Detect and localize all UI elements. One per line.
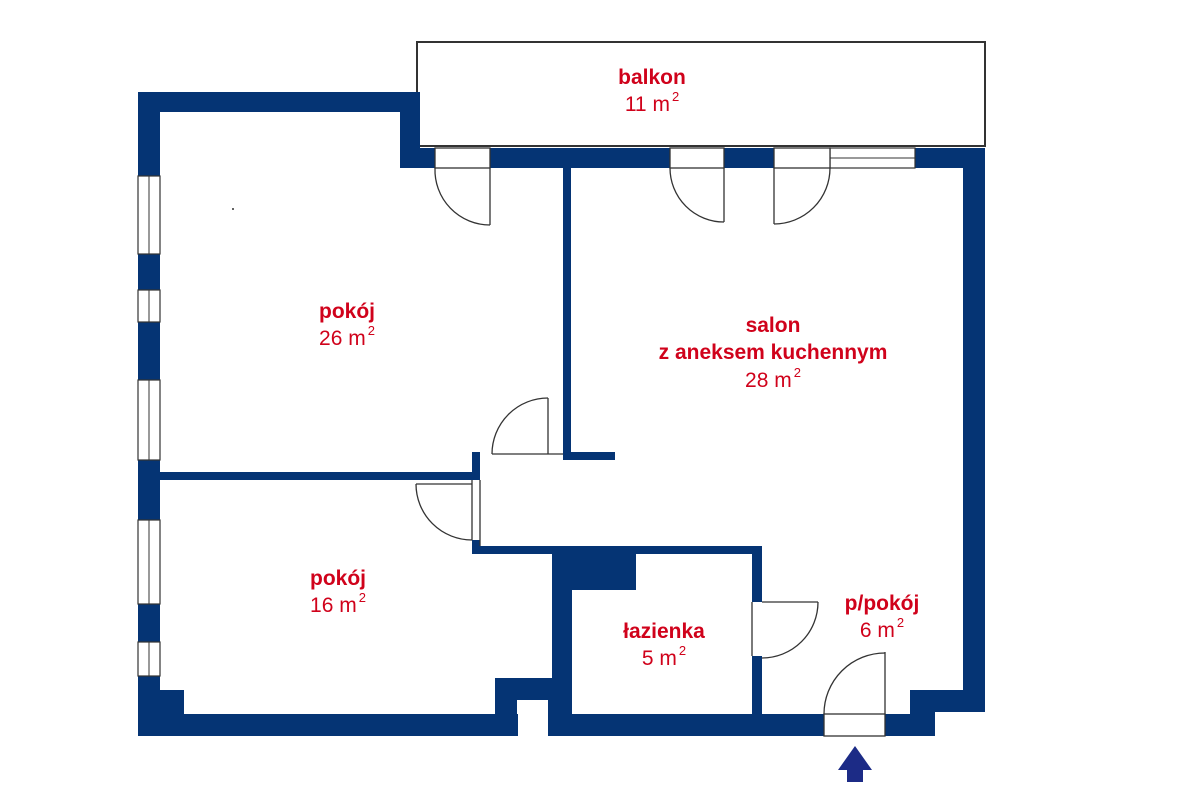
area-unit-power: 2 [678, 643, 687, 659]
wall-bottom-mid [552, 714, 824, 736]
wall-bath-block [566, 554, 636, 590]
wall-int-hall-left [472, 452, 480, 480]
area-unit-power: 2 [896, 615, 905, 631]
room-name-2: z aneksem kuchennym [658, 341, 888, 365]
area-value: 28 m [745, 368, 792, 392]
room-name: pokój [310, 567, 366, 590]
wall-top-stub [400, 148, 435, 168]
wall-bottom-right [885, 714, 935, 736]
area-unit-power: 2 [358, 590, 366, 606]
wall-right [963, 148, 985, 710]
wall-top-mid2 [724, 148, 774, 168]
wall-int-bedrooms [160, 472, 472, 480]
door-frame-entrance [823, 713, 886, 737]
wall-top-left [138, 92, 420, 112]
area-value: 5 m [641, 647, 677, 671]
wall-top-mid [490, 148, 670, 168]
wall-bottom-left [138, 714, 518, 736]
wall-right-step [930, 690, 985, 712]
area-unit-power: 2 [671, 89, 680, 105]
door-frame-2 [669, 147, 725, 169]
room-name: łazienka [623, 620, 705, 643]
room-name: salon [745, 314, 801, 337]
area-value: 11 m [624, 93, 670, 117]
wall-int-stub [563, 452, 615, 460]
area-value: 16 m [310, 594, 357, 618]
door-frame-1 [434, 147, 491, 169]
doors [415, 147, 886, 737]
balcony-outline [416, 41, 986, 147]
area-value: 6 m [859, 619, 895, 643]
wall-int-vertical [563, 168, 571, 458]
wall-int-hall-bottom [472, 546, 762, 554]
dot-mark [232, 208, 234, 210]
room-name: balkon [618, 66, 686, 89]
wall-bottom-notch-v [495, 678, 517, 736]
room-name: pokój [319, 300, 375, 323]
walls [138, 92, 985, 736]
entrance-arrow-icon [838, 746, 872, 782]
door-frame-3 [773, 147, 831, 169]
room-name: p/pokój [844, 592, 920, 615]
wall-bottom-corner [160, 690, 184, 714]
wall-bath-right [752, 546, 762, 602]
area-value: 26 m [319, 327, 366, 351]
wall-bed2-right [548, 678, 570, 736]
area-unit-power: 2 [793, 364, 801, 380]
area-unit-power: 2 [367, 323, 375, 339]
wall-bath-right2 [752, 656, 762, 736]
